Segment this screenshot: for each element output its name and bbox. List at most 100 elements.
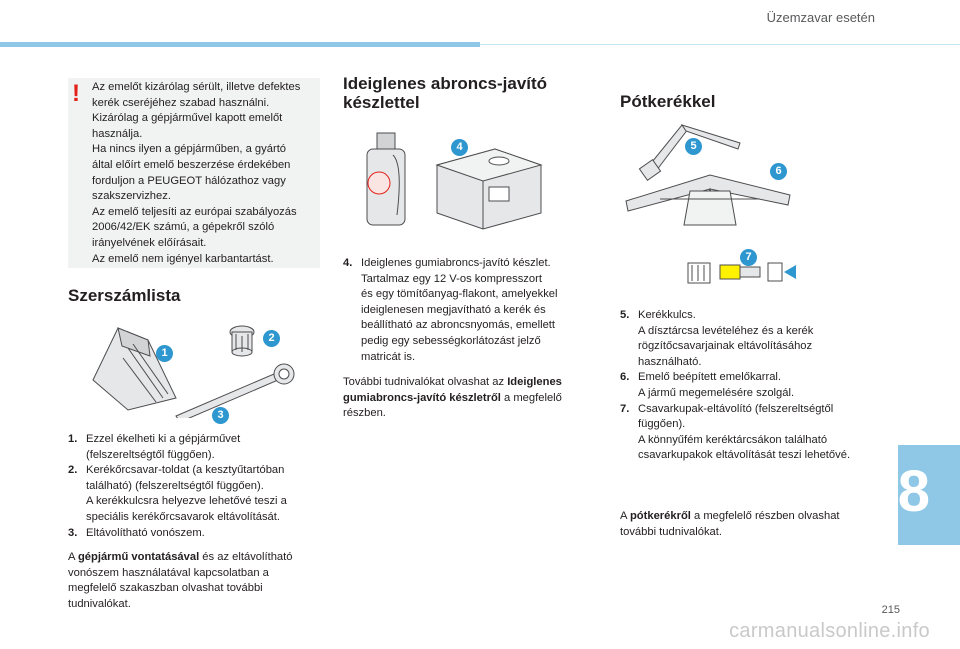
spare-heading: Pótkerékkel <box>620 92 716 111</box>
item-line: A kerékkulcsra helyezve lehetővé teszi a <box>86 495 287 508</box>
item-number: 2. <box>68 464 78 477</box>
warning-line: irányelvének előírásait. <box>92 236 207 249</box>
lock-adapter-icon <box>229 325 255 357</box>
warning-line: Ha nincs ilyen a gépjárműben, a gyártó <box>92 143 287 156</box>
item-number: 6. <box>620 371 630 384</box>
para-line: vonószem használatával kapcsolatban a <box>68 566 269 579</box>
text-span: További tudnivalókat olvashat az <box>343 376 508 388</box>
item-line: Kerékkulcs. <box>638 309 696 321</box>
callout-4: 4 <box>451 139 468 156</box>
callout-1: 1 <box>156 345 173 362</box>
item-line: található) (felszereltségtől függően). <box>86 479 264 492</box>
chapter-number: 8 <box>897 459 930 524</box>
chapter-tab <box>898 445 960 545</box>
para-line: részben. <box>343 407 386 420</box>
callout-6: 6 <box>770 163 787 180</box>
item-number: 5. <box>620 309 630 321</box>
text-span: a megfelelő részben olvashat <box>690 510 840 522</box>
sealant-bottle-icon <box>366 132 406 226</box>
para-line: további tudnivalókat. <box>620 525 722 538</box>
warning-line: 2006/42/EK számú, a gépekről szóló <box>92 221 275 234</box>
item-line: függően). <box>638 418 686 431</box>
warning-line: kerék cseréjéhez szabad használni. <box>92 96 270 109</box>
kit-list: 4. Ideiglenes gumiabroncs-javító készlet… <box>343 256 593 365</box>
list-item: 1. Ezzel ékelheti ki a gépjárművet (fels… <box>68 432 318 463</box>
item-line: matricát is. <box>361 350 416 363</box>
list-item: 4. Ideiglenes gumiabroncs-javító készlet… <box>343 256 593 365</box>
item-line: beállítható az abroncsnyomás, emellett <box>361 319 556 332</box>
warning-line: Az emelő teljesíti az európai szabályozá… <box>92 205 297 218</box>
para-line: További tudnivalókat olvashat az Ideigle… <box>343 375 598 391</box>
item-line: rögzítőcsavarjainak eltávolításához <box>638 340 813 353</box>
item-number: 7. <box>620 402 630 415</box>
tools-reference-text: A gépjármű vontatásával és az eltávolíth… <box>68 550 323 612</box>
text-span: A <box>620 510 630 522</box>
item-number: 4. <box>343 257 353 269</box>
towing-eye-icon <box>175 363 295 418</box>
item-text: Ezzel ékelheti ki a gépjárművet (felszer… <box>86 432 318 463</box>
kit-reference-text: További tudnivalókat olvashat az Ideigle… <box>343 375 598 422</box>
header-rule <box>480 44 960 45</box>
callout-2: 2 <box>263 330 280 347</box>
text-span: A <box>68 551 78 563</box>
kit-heading: Ideiglenes abroncs-javító készlettel <box>343 74 547 112</box>
item-text: Eltávolítható vonószem. <box>86 526 318 542</box>
item-line: ideiglenesen megjavítható a kerék és <box>361 303 546 316</box>
para-line: gumiabroncs-javító készletről a megfelel… <box>343 391 598 407</box>
list-item: 3. Eltávolítható vonószem. <box>68 526 318 542</box>
item-text: Kerékőrcsavar-toldat (a kesztyűtartóban … <box>86 463 318 525</box>
item-text: Emelő beépített emelőkarral. A jármű meg… <box>638 370 882 401</box>
item-text: Kerékkulcs. A dísztárcsa levételéhez és … <box>638 308 882 370</box>
list-item: 5. Kerékkulcs. A dísztárcsa levételéhez … <box>620 308 882 370</box>
item-line: Kerékőrcsavar-toldat (a kesztyűtartóban <box>86 464 285 477</box>
item-line: Eltávolítható vonószem. <box>86 526 205 539</box>
watermark: carmanualsonline.info <box>729 620 930 642</box>
warning-line: forduljon a PEUGEOT hálózathoz vagy <box>92 174 286 187</box>
warning-line: által előírt emelő beszerzése érdekében <box>92 158 291 171</box>
item-line: Csavarkupak-eltávolító (felszereltségtől <box>638 402 834 415</box>
spare-tools-illustration <box>625 124 796 284</box>
header-accent-bar <box>0 42 480 47</box>
item-number: 3. <box>68 526 78 539</box>
item-line: és egy tömítőanyag-flakont, amelyekkel <box>361 288 558 301</box>
item-line: Ideiglenes gumiabroncs-javító készlet. <box>361 257 551 269</box>
para-line: megfelelő szakaszban olvashat további <box>68 582 263 595</box>
heading-line: készlettel <box>343 93 420 112</box>
list-item: 7. Csavarkupak-eltávolító (felszereltség… <box>620 402 882 464</box>
tools-illustration <box>92 325 295 418</box>
bold-span: pótkerékről <box>629 510 691 522</box>
para-line: tudnivalókat. <box>68 597 131 610</box>
list-item: 2. Kerékőrcsavar-toldat (a kesztyűtartób… <box>68 463 318 525</box>
text-span: és az eltávolítható <box>199 551 293 563</box>
callout-3: 3 <box>212 407 229 424</box>
callout-5: 5 <box>685 138 702 155</box>
warning-box <box>68 78 320 268</box>
warning-line: szakszervizhez. <box>92 190 171 203</box>
wheel-wrench-icon <box>638 124 741 182</box>
bold-span: gépjármű vontatásával <box>77 551 200 563</box>
item-line: Emelő beépített emelőkarral. <box>638 371 782 384</box>
item-line: A könnyűfém keréktárcsákon található <box>638 433 828 446</box>
warning-line: Az emelőt kizárólag sérült, illetve defe… <box>92 81 301 93</box>
bold-span: gumiabroncs-javító készletről <box>343 391 501 404</box>
item-line: Tartalmaz egy 12 V-os kompresszort <box>361 272 542 285</box>
warning-line: Kizárólag a gépjárművel kapott emelőt <box>92 112 283 125</box>
wheel-chock-icon <box>92 327 177 411</box>
item-line: pedig egy sebességkorlátozást jelző <box>361 334 541 347</box>
item-line: A jármű megemelésére szolgál. <box>638 386 795 399</box>
chapter-title: Üzemzavar esetén <box>766 10 875 25</box>
tools-heading: Szerszámlista <box>68 286 181 305</box>
repair-kit-illustration <box>366 132 543 230</box>
para-line: A pótkerékről a megfelelő részben olvash… <box>620 509 882 525</box>
item-text: Ideiglenes gumiabroncs-javító készlet. T… <box>361 256 593 365</box>
item-line: csavarkupakok eltávolítását teszi lehető… <box>638 449 851 462</box>
item-line: (felszereltségtől függően). <box>86 448 215 461</box>
spare-list: 5. Kerékkulcs. A dísztárcsa levételéhez … <box>620 308 882 464</box>
callout-7: 7 <box>740 249 757 266</box>
item-line: Ezzel ékelheti ki a gépjárművet <box>86 433 241 445</box>
list-item: 6. Emelő beépített emelőkarral. A jármű … <box>620 370 882 401</box>
warning-line: Az emelő nem igényel karbantartást. <box>92 252 274 265</box>
text-span: a megfelelő <box>500 391 562 404</box>
warning-line: használja. <box>92 127 143 140</box>
warning-text: Az emelőt kizárólag sérült, illetve defe… <box>92 80 318 267</box>
